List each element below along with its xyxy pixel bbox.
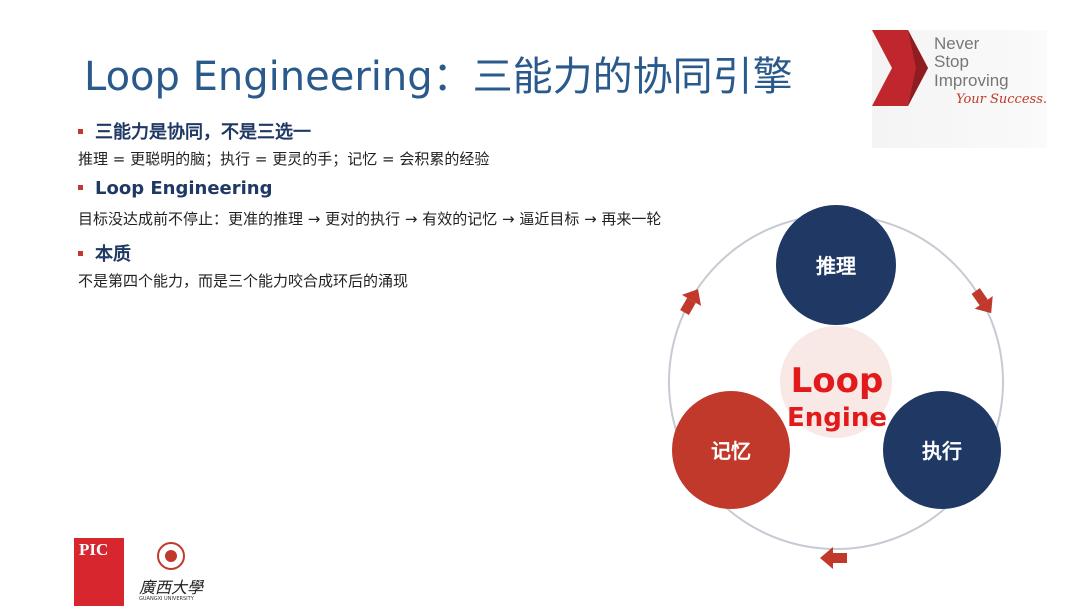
- node-memory-label: 记忆: [711, 439, 751, 463]
- point-heading-3: 本质: [78, 240, 131, 266]
- pic-logo: PIC: [74, 538, 124, 606]
- center-circle: [780, 326, 892, 438]
- loop-diagram: Loop Engine 推理 执行 记忆: [668, 205, 1004, 569]
- bullet-marker: [78, 250, 83, 256]
- node-reasoning: [776, 205, 896, 325]
- university-calligraphy: 廣西大學: [139, 578, 204, 597]
- point-text-2: 目标没达成前不停止：更准的推理 → 更对的执行 → 有效的记忆 → 逼近目标 →…: [78, 210, 662, 228]
- node-execution: [883, 391, 1001, 509]
- center-label-engine: Engine: [787, 403, 887, 433]
- arrow-bottom-icon: [820, 547, 847, 569]
- arrow-right-icon: [971, 288, 993, 314]
- point-heading-2: Loop Engineering: [78, 178, 273, 199]
- bullet-marker: [78, 128, 83, 134]
- bullet-marker: [78, 184, 83, 190]
- chevron-logo-icon: [872, 30, 928, 106]
- brand-line-2: Stop: [934, 52, 969, 71]
- point-heading-1: 三能力是协同，不是三选一: [78, 118, 311, 144]
- center-label-loop: Loop: [791, 361, 884, 401]
- brand-line-3: Improving: [934, 71, 1009, 90]
- brand-script: Your Success.: [956, 92, 1048, 107]
- node-memory: [672, 391, 790, 509]
- brand-logo: Never Stop Improving Your Success.: [872, 30, 1047, 148]
- arrow-left-icon: [680, 289, 702, 316]
- node-reasoning-label: 推理: [816, 254, 856, 278]
- page-title: Loop Engineering：三能力的协同引擎: [84, 54, 793, 100]
- brand-line-1: Never: [934, 34, 980, 53]
- node-execution-label: 执行: [922, 439, 962, 463]
- university-seal-icon: [157, 542, 185, 570]
- university-english-name: GUANGXI UNIVERSITY: [139, 596, 194, 602]
- point-text-1: 推理 = 更聪明的脑；执行 = 更灵的手；记忆 = 会积累的经验: [78, 150, 490, 168]
- university-logo: 廣西大學 GUANGXI UNIVERSITY: [137, 542, 213, 606]
- point-text-3: 不是第四个能力，而是三个能力咬合成环后的涌现: [78, 272, 409, 290]
